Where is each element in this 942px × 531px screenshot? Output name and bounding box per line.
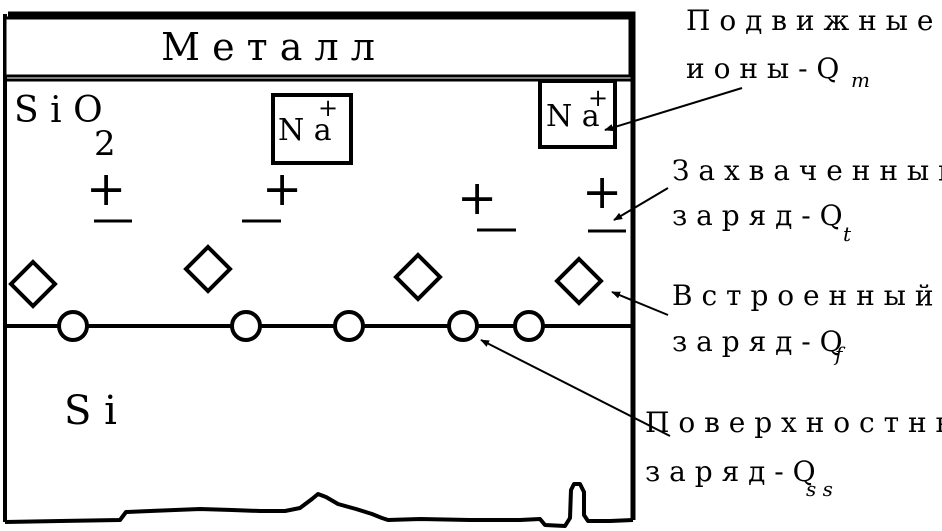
plus-sign: + — [262, 161, 302, 217]
trapped-charge-3: + — [457, 170, 516, 232]
ion-charge: + — [588, 84, 608, 112]
mobile-ion-2: N a + — [538, 79, 617, 149]
ion-label: N a — [278, 113, 332, 148]
semiconductor-label: S i — [64, 388, 117, 434]
annotation-subscript: s s — [806, 477, 833, 501]
annotation-subscript: m — [851, 68, 870, 92]
surface-state-3 — [333, 310, 365, 342]
annotation-symbol: и о н ы - Q — [686, 52, 839, 85]
arrow-mobile-ions — [604, 87, 743, 132]
plus-sign: + — [86, 161, 126, 217]
surface-state-4 — [447, 310, 479, 342]
plus-sign: + — [457, 170, 497, 226]
annotation-trapped-charge: З а х в а ч е н н ы й з а р я д - Q t — [672, 154, 942, 246]
surface-state-1 — [57, 310, 89, 342]
ion-box — [538, 79, 617, 149]
trapped-charge-4: + — [582, 164, 626, 233]
annotation-title: П о д в и ж н ы е — [686, 4, 933, 37]
ion-label: N a — [546, 99, 600, 134]
torn-bottom-edge — [4, 482, 634, 528]
metal-layer — [3, 16, 632, 78]
arrow-surface-charge — [480, 339, 671, 437]
annotation-title: З а х в а ч е н н ы й — [672, 154, 942, 187]
plus-sign: + — [582, 164, 622, 220]
ion-charge: + — [318, 94, 338, 122]
surface-state-5 — [513, 310, 545, 342]
oxide-label: S i O — [14, 90, 103, 131]
metal-label: М е т а л л — [161, 25, 375, 69]
annotation-surface-charge: П о в е р х н о с т н ы й з а р я д - Q … — [645, 406, 942, 501]
trapped-charge-1: + — [86, 161, 132, 223]
annotation-symbol: з а р я д - Q — [672, 199, 843, 232]
annotation-fixed-charge: В с т р о е н н ы й з а р я д - Q f — [672, 279, 933, 366]
fixed-charge-diamond-2 — [183, 244, 233, 294]
arrow-trapped-charge — [613, 187, 669, 221]
annotation-title: П о в е р х н о с т н ы й — [645, 406, 942, 439]
trapped-charge-2: + — [242, 161, 302, 223]
fixed-charge-diamond-1 — [8, 259, 58, 309]
annotation-subscript: f — [833, 342, 846, 366]
annotation-title: В с т р о е н н ы й — [672, 279, 933, 312]
structure-frame — [8, 11, 636, 520]
fixed-charge-diamond-3 — [393, 252, 443, 302]
surface-state-2 — [230, 310, 262, 342]
mobile-ion-1: N a + — [271, 93, 353, 165]
annotation-symbol: з а р я д - Q — [672, 325, 843, 358]
ion-box — [271, 93, 353, 165]
annotation-subscript: t — [843, 222, 852, 246]
annotation-symbol: з а р я д - Q — [645, 455, 816, 488]
fixed-charge-diamond-4 — [554, 256, 604, 306]
oxide-subscript: 2 — [94, 124, 116, 164]
annotation-mobile-ions: П о д в и ж н ы е и о н ы - Q m — [686, 4, 933, 92]
arrow-fixed-charge — [611, 291, 669, 316]
